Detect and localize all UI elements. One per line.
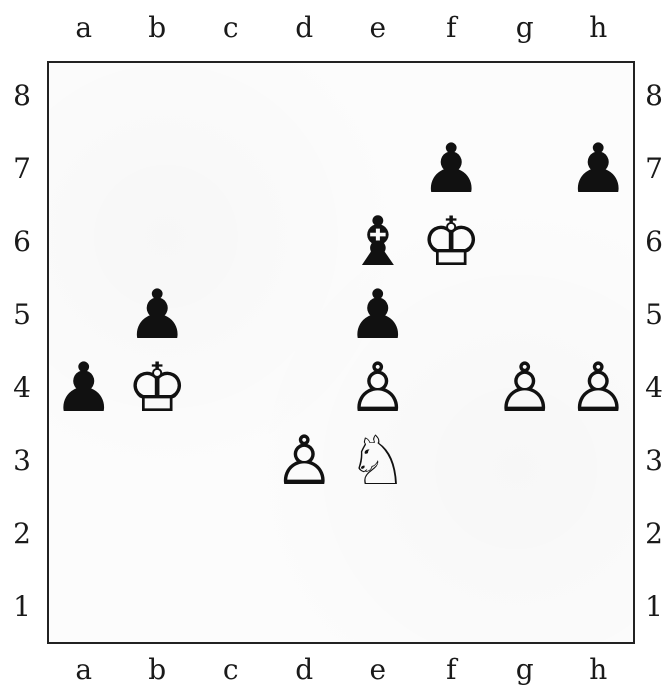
rank-label-left-6: 6 bbox=[8, 228, 36, 256]
file-label-bottom-a: a bbox=[64, 656, 104, 684]
white-pawn-d3-icon[interactable]: ♙ bbox=[268, 426, 340, 498]
rank-label-right-1: 1 bbox=[640, 593, 668, 621]
rank-label-right-2: 2 bbox=[640, 520, 668, 548]
file-label-bottom-g: g bbox=[505, 656, 545, 684]
black-pawn-e5-icon[interactable]: ♟ bbox=[342, 280, 414, 352]
file-label-top-d: d bbox=[284, 14, 324, 42]
file-label-top-a: a bbox=[64, 14, 104, 42]
black-pawn-b5-icon[interactable]: ♟ bbox=[121, 280, 193, 352]
file-label-bottom-d: d bbox=[284, 656, 324, 684]
rank-label-left-1: 1 bbox=[8, 593, 36, 621]
file-label-top-e: e bbox=[358, 14, 398, 42]
rank-label-right-3: 3 bbox=[640, 447, 668, 475]
file-label-bottom-e: e bbox=[358, 656, 398, 684]
file-label-bottom-c: c bbox=[211, 656, 251, 684]
file-label-bottom-b: b bbox=[137, 656, 177, 684]
rank-label-right-6: 6 bbox=[640, 228, 668, 256]
rank-label-left-2: 2 bbox=[8, 520, 36, 548]
file-label-top-f: f bbox=[431, 14, 471, 42]
rank-label-right-8: 8 bbox=[640, 82, 668, 110]
white-pawn-g4-icon[interactable]: ♙ bbox=[489, 353, 561, 425]
file-label-top-b: b bbox=[137, 14, 177, 42]
black-pawn-a4-icon[interactable]: ♟ bbox=[48, 353, 120, 425]
rank-label-left-4: 4 bbox=[8, 374, 36, 402]
rank-label-left-5: 5 bbox=[8, 301, 36, 329]
white-pawn-h4-icon[interactable]: ♙ bbox=[562, 353, 634, 425]
black-pawn-h7-icon[interactable]: ♟ bbox=[562, 134, 634, 206]
white-pawn-e4-icon[interactable]: ♙ bbox=[342, 353, 414, 425]
rank-label-left-8: 8 bbox=[8, 82, 36, 110]
black-bishop-e6-icon[interactable]: ♝ bbox=[342, 207, 414, 279]
white-king-b4-icon[interactable]: ♔ bbox=[121, 353, 193, 425]
rank-label-left-3: 3 bbox=[8, 447, 36, 475]
rank-label-right-7: 7 bbox=[640, 155, 668, 183]
file-label-bottom-h: h bbox=[578, 656, 618, 684]
white-knight-e3-icon[interactable]: ♘ bbox=[342, 426, 414, 498]
file-label-bottom-f: f bbox=[431, 656, 471, 684]
white-king-f6-icon[interactable]: ♔ bbox=[415, 207, 487, 279]
rank-label-right-4: 4 bbox=[640, 374, 668, 402]
file-label-top-h: h bbox=[578, 14, 618, 42]
rank-label-left-7: 7 bbox=[8, 155, 36, 183]
rank-label-right-5: 5 bbox=[640, 301, 668, 329]
black-pawn-f7-icon[interactable]: ♟ bbox=[415, 134, 487, 206]
file-label-top-g: g bbox=[505, 14, 545, 42]
file-label-top-c: c bbox=[211, 14, 251, 42]
